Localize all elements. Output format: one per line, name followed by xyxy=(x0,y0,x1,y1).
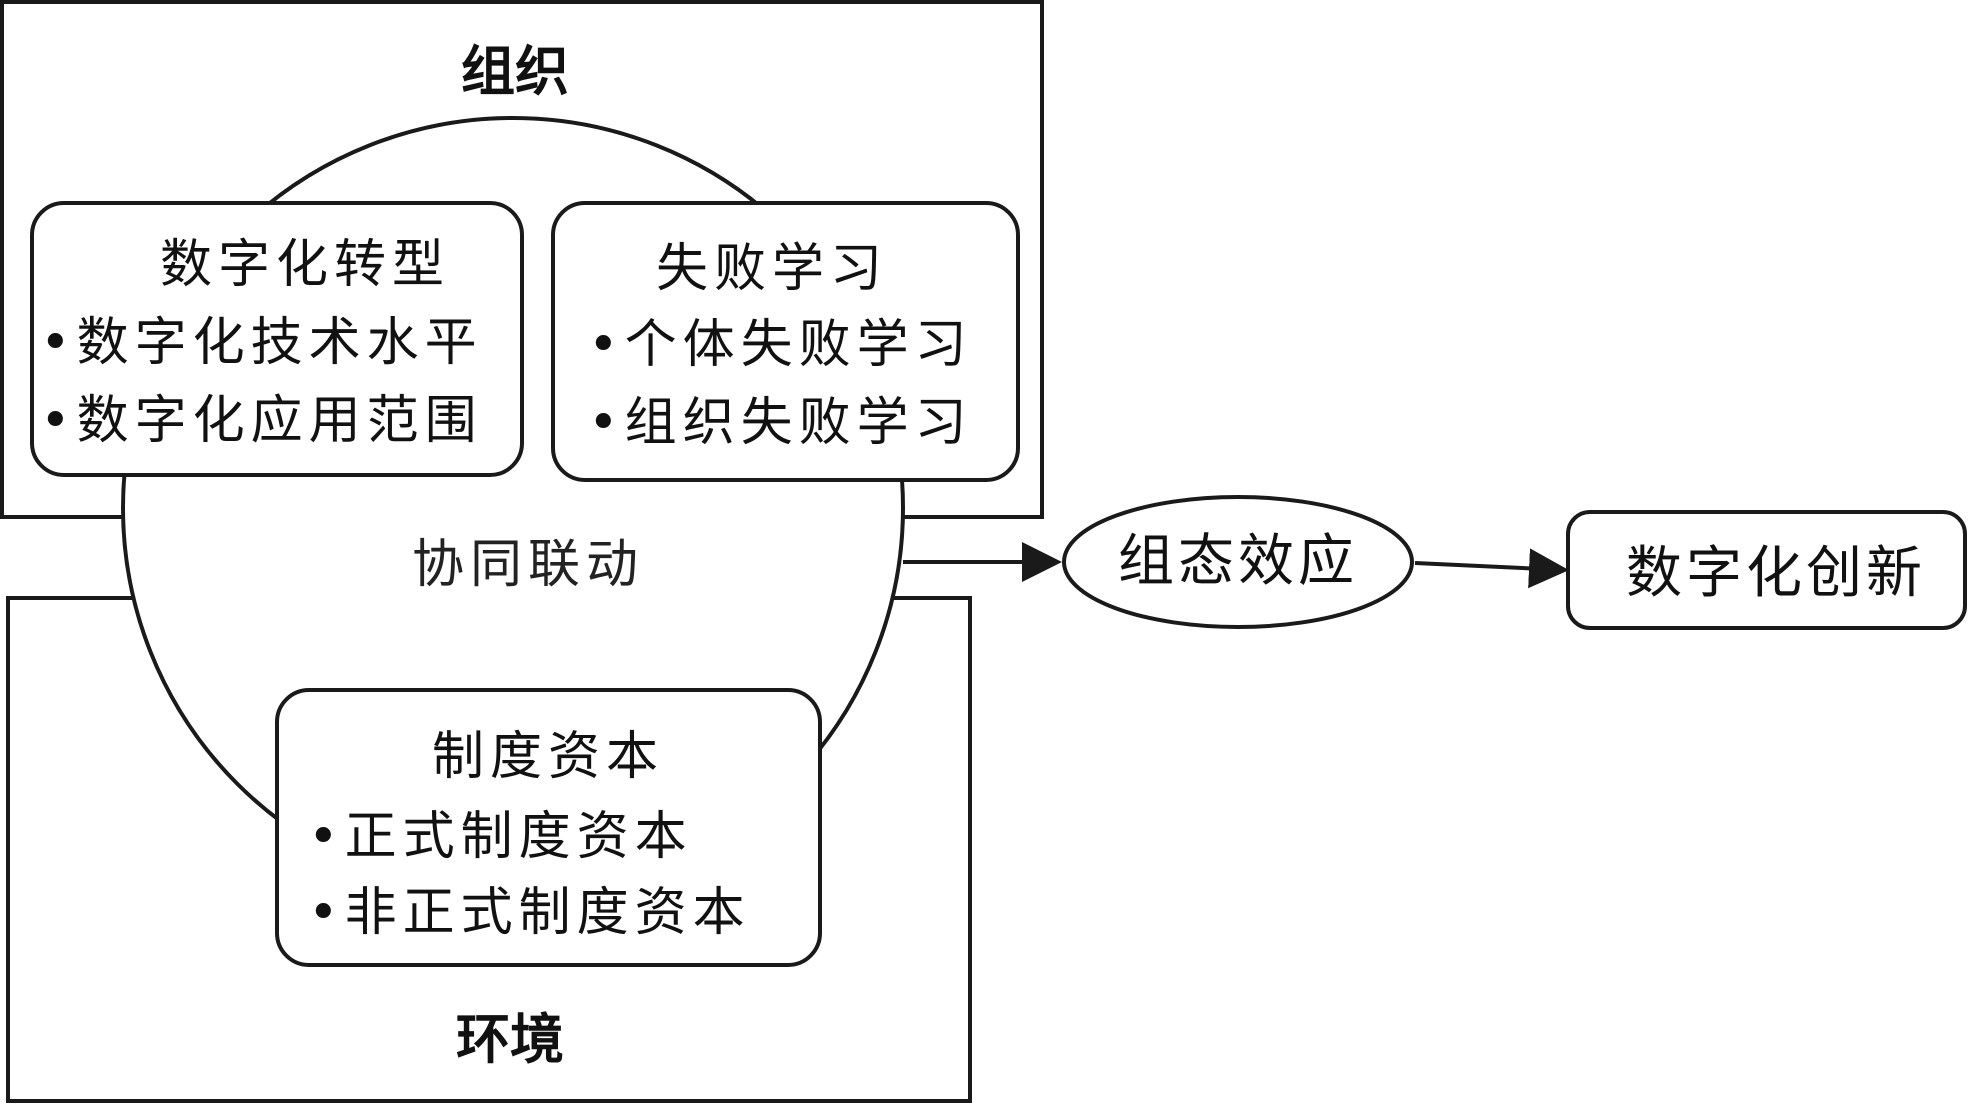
organization-label: 组织 xyxy=(461,40,569,103)
digital-transformation-box: 数字化转型 •数字化技术水平 •数字化应用范围 xyxy=(30,201,524,477)
digital-transformation-title: 数字化转型 xyxy=(160,235,450,295)
configuration-effect-ellipse xyxy=(1062,495,1414,629)
environment-label: 环境 xyxy=(456,1008,564,1071)
institutional-capital-item-2: •非正式制度资本 xyxy=(308,883,751,943)
failure-learning-box: 失败学习 •个体失败学习 •组织失败学习 xyxy=(551,201,1020,482)
synergy-label: 协同联动 xyxy=(412,535,644,595)
digital-innovation-box xyxy=(1566,510,1967,630)
digital-transformation-item-2: •数字化应用范围 xyxy=(40,391,483,451)
failure-learning-item-1: •个体失败学习 xyxy=(588,315,973,375)
digital-transformation-item-1: •数字化技术水平 xyxy=(40,313,483,373)
institutional-capital-box: 制度资本 •正式制度资本 •非正式制度资本 xyxy=(275,688,822,967)
failure-learning-item-2: •组织失败学习 xyxy=(588,393,973,453)
arrow-to-digital-innovation xyxy=(1414,548,1569,589)
institutional-capital-title: 制度资本 xyxy=(432,727,664,787)
digital-innovation-label: 数字化创新 xyxy=(1626,541,1926,606)
failure-learning-title: 失败学习 xyxy=(656,239,888,299)
institutional-capital-item-1: •正式制度资本 xyxy=(308,807,693,867)
configuration-effect-label: 组态效应 xyxy=(1118,529,1358,594)
